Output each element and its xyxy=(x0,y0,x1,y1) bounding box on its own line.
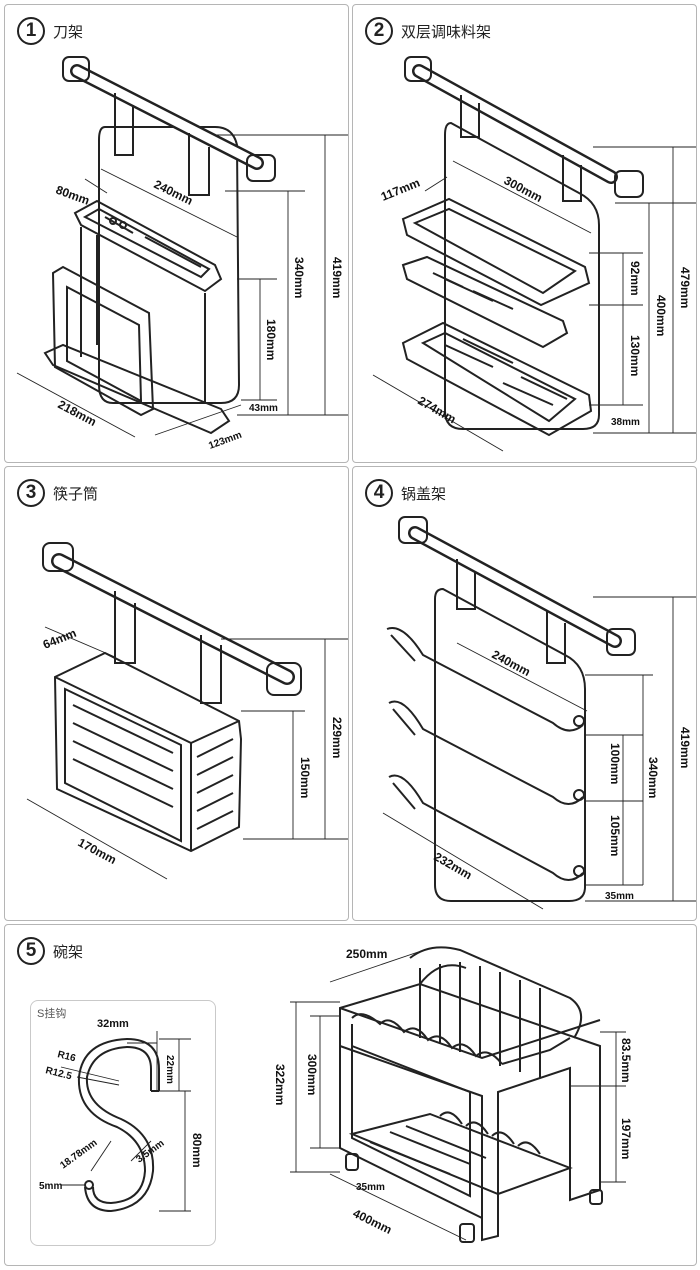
dim-height: 300mm xyxy=(305,1054,319,1095)
dim-height: 340mm xyxy=(292,257,306,298)
s-hook-radius-inner: R12.5 xyxy=(44,1065,73,1082)
dim-base-width: 274mm xyxy=(416,393,459,426)
dim-base-width: 218mm xyxy=(56,397,99,429)
panel-number: 4 xyxy=(365,479,393,507)
panel-number: 5 xyxy=(17,937,45,965)
dim-total-height: 322mm xyxy=(273,1064,287,1105)
dim-total-height: 419mm xyxy=(330,257,344,298)
s-hook-top-height: 22mm xyxy=(164,1055,175,1084)
dim-lower-gap: 105mm xyxy=(608,815,622,856)
dim-tray-height: 180mm xyxy=(264,319,278,360)
s-hook-title: S挂钩 xyxy=(37,1008,67,1020)
s-hook-height: 80mm xyxy=(190,1133,204,1168)
dim-lower-height: 197mm xyxy=(619,1118,633,1159)
spice-rack-drawing: 117mm 300mm 479mm 400mm 92mm 130mm 274mm… xyxy=(372,56,696,452)
dim-plate-height: 83.5mm xyxy=(619,1038,633,1083)
panel-header: 5 碗架 xyxy=(17,937,83,965)
panel-number: 1 xyxy=(17,17,45,45)
panel-header: 4 锅盖架 xyxy=(365,479,446,507)
panel-header: 3 筷子筒 xyxy=(17,479,98,507)
dim-depth: 117mm xyxy=(379,176,422,204)
dim-height: 150mm xyxy=(298,757,312,798)
pot-lid-rack-drawing: 240mm 419mm 340mm 100mm 105mm 232mm 35mm xyxy=(382,516,696,910)
knife-rack-drawing: 80mm 240mm 419mm 340mm 180mm 218mm 43mm … xyxy=(16,56,348,452)
panel-title: 碗架 xyxy=(53,943,84,961)
panel-number: 2 xyxy=(365,17,393,45)
dim-depth: 400mm xyxy=(351,1206,394,1237)
s-hook-width: 32mm xyxy=(97,1018,129,1030)
dim-base-gap: 43mm xyxy=(249,403,278,414)
panel-header: 1 刀架 xyxy=(17,17,83,45)
dim-base-width: 232mm xyxy=(432,849,475,882)
bowl-rack-drawing: 250mm 300mm 322mm 83.5mm 197mm 35mm 400m… xyxy=(273,946,633,1243)
panel-chopstick-holder: 3 筷子筒 xyxy=(4,466,349,921)
panel-spice-rack: 2 双层调味料架 xyxy=(352,4,697,463)
panel-knife-rack: 1 刀架 xyxy=(4,4,349,463)
s-hook-diagonal: 18.78mm xyxy=(58,1137,99,1171)
s-hook-tip: 5mm xyxy=(39,1181,62,1192)
dim-height: 400mm xyxy=(654,295,668,336)
dim-shelf-gap: 92mm xyxy=(628,261,642,296)
panel-pot-lid-rack: 4 锅盖架 xyxy=(352,466,697,921)
dim-depth: 64mm xyxy=(41,626,78,652)
s-hook-inset: S挂钩 32mm R16 R12.5 22mm 80mm 18.78mm xyxy=(30,1000,216,1246)
dim-width: 250mm xyxy=(346,947,387,961)
panel-number: 3 xyxy=(17,479,45,507)
dim-total-height: 419mm xyxy=(678,727,692,768)
dim-foot-gap: 35mm xyxy=(356,1182,385,1193)
panel-title: 刀架 xyxy=(53,23,84,41)
panel-title: 双层调味料架 xyxy=(401,23,492,41)
s-hook-drawing: 32mm R16 R12.5 22mm 80mm 18.78mm 3.5mm 5… xyxy=(39,1018,204,1213)
panel-header: 2 双层调味料架 xyxy=(365,17,491,45)
panel-title: 锅盖架 xyxy=(401,485,447,503)
dim-total-height: 229mm xyxy=(330,717,344,758)
chopstick-holder-drawing: 64mm 229mm 150mm 170mm xyxy=(26,542,348,880)
dim-upper-gap: 100mm xyxy=(608,743,622,784)
s-hook-radius-outer: R16 xyxy=(56,1049,77,1064)
panel-title: 筷子筒 xyxy=(53,485,99,503)
dim-height: 340mm xyxy=(646,757,660,798)
dim-lower-gap: 130mm xyxy=(628,335,642,376)
dim-depth: 80mm xyxy=(54,183,91,208)
dim-width: 300mm xyxy=(502,173,545,205)
dim-base-gap: 38mm xyxy=(611,417,640,428)
dim-base-gap: 35mm xyxy=(605,891,634,902)
dim-total-height: 479mm xyxy=(678,267,692,308)
dim-width: 170mm xyxy=(76,835,119,867)
